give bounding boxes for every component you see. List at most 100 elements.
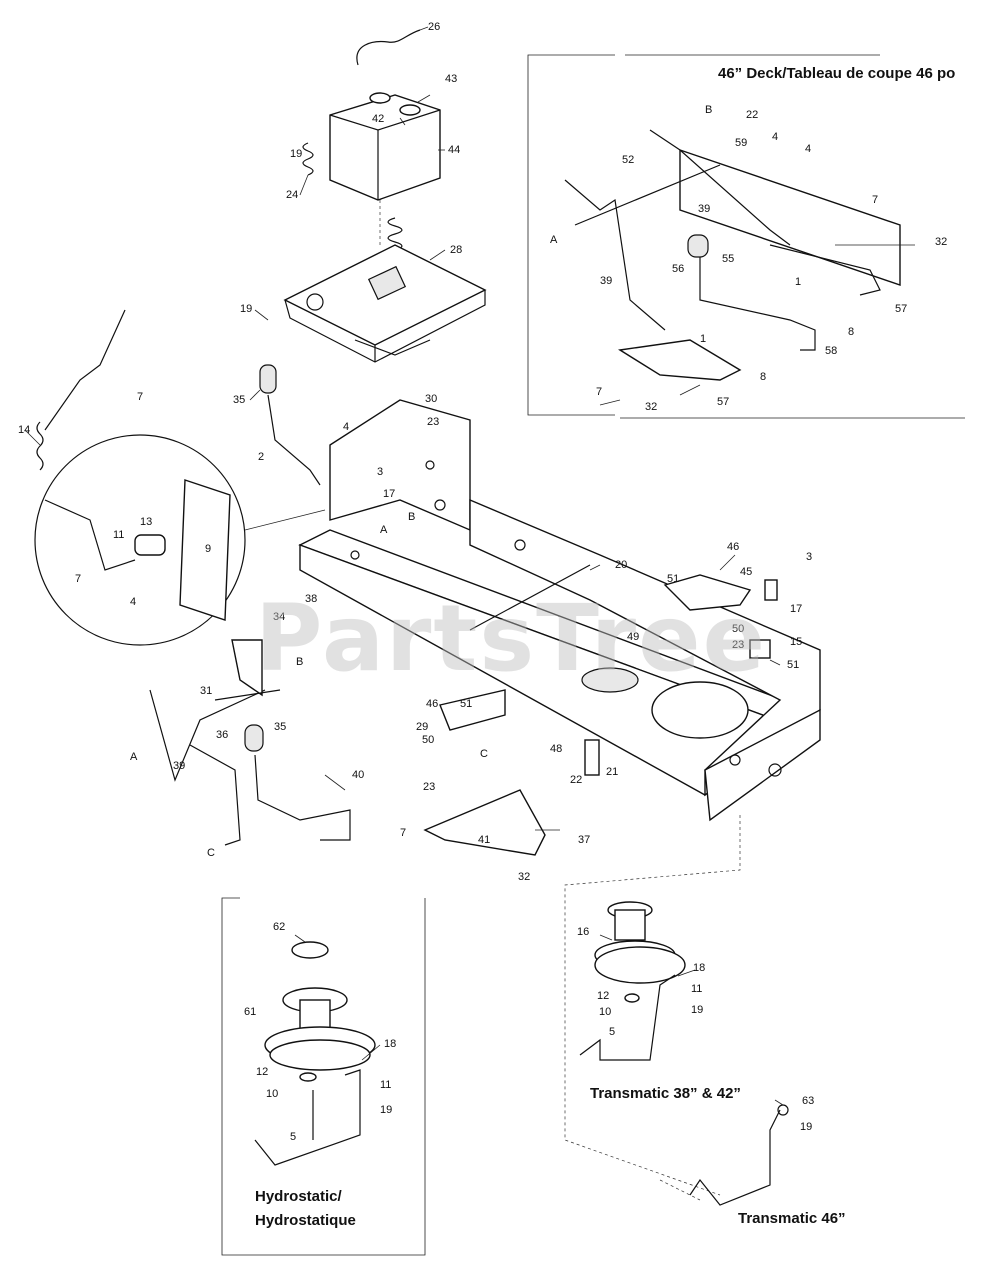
callout-c46b: 46 [426, 698, 438, 710]
callout-c5a: 5 [290, 1131, 296, 1143]
callout-c7e: 7 [596, 386, 602, 398]
callout-cAa: A [380, 524, 388, 536]
callout-c10b: 10 [599, 1006, 611, 1018]
battery-cable [356, 29, 421, 66]
callout-c56: 56 [672, 263, 684, 275]
rear-plate [704, 708, 821, 822]
callout-c20: 20 [615, 559, 627, 571]
callout-c52: 52 [622, 154, 634, 166]
extension-spring [36, 421, 44, 471]
callout-c48: 48 [550, 743, 562, 755]
callout-c34: 34 [273, 611, 285, 623]
callout-c8a: 8 [848, 326, 854, 338]
callout-c24: 24 [286, 189, 298, 201]
callout-c32b: 32 [935, 236, 947, 248]
callout-c19d: 19 [691, 1004, 703, 1016]
callout-c29: 29 [416, 721, 428, 733]
callout-c10a: 10 [266, 1088, 278, 1100]
callout-c3a: 3 [377, 466, 383, 478]
callout-c7c: 7 [400, 827, 406, 839]
callout-c23a: 23 [427, 416, 439, 428]
callout-c41: 41 [478, 834, 490, 846]
cross-bar [469, 564, 591, 631]
hydrostatic-pulley [254, 941, 376, 1166]
deck-bracket [679, 149, 901, 286]
callout-c21: 21 [606, 766, 618, 778]
right-brackets [584, 574, 778, 776]
detail-circle [34, 434, 246, 646]
callout-c57a: 57 [895, 303, 907, 315]
callout-c36: 36 [216, 729, 228, 741]
callout-c38: 38 [305, 593, 317, 605]
callout-c44: 44 [448, 144, 460, 156]
callout-c19c: 19 [380, 1104, 392, 1116]
callout-c22a: 22 [570, 774, 582, 786]
battery-spring [387, 217, 403, 251]
callout-cBc: B [705, 104, 712, 116]
dash-panel [329, 399, 471, 532]
callout-c32c: 32 [645, 401, 657, 413]
callout-c49: 49 [627, 631, 639, 643]
callout-c63: 63 [802, 1095, 814, 1107]
callout-c30: 30 [425, 393, 437, 405]
callout-c26a: 26 [428, 21, 440, 33]
callout-c2: 2 [258, 451, 264, 463]
callout-c39a: 39 [173, 760, 185, 772]
callout-c42: 42 [372, 113, 384, 125]
partstree-watermark: PartsTree [255, 585, 767, 692]
callout-c19a: 19 [290, 148, 302, 160]
hydrostatic-caption-line1: Hydrostatic/ [255, 1188, 342, 1205]
callout-c14: 14 [18, 424, 30, 436]
callout-c15: 15 [790, 636, 802, 648]
transmatic-46-caption: Transmatic 46” [738, 1210, 846, 1227]
callout-c17b: 17 [790, 603, 802, 615]
hydrostatic-inset-frame [221, 897, 426, 1256]
callout-c35a: 35 [233, 394, 245, 406]
callout-c51b: 51 [787, 659, 799, 671]
callout-c7d: 7 [872, 194, 878, 206]
callout-cBb: B [296, 656, 303, 668]
callout-cCb: C [480, 748, 488, 760]
transmatic-46-rod [689, 1104, 789, 1206]
callout-c8b: 8 [760, 371, 766, 383]
callout-c58: 58 [825, 345, 837, 357]
callout-c23b: 23 [732, 639, 744, 651]
callout-c19e: 19 [800, 1121, 812, 1133]
left-linkage [34, 309, 546, 856]
hold-down-spring [302, 142, 314, 176]
deck-46-assembly [564, 129, 901, 381]
lift-lever [149, 689, 266, 782]
callout-c35b: 35 [274, 721, 286, 733]
callout-c17a: 17 [383, 488, 395, 500]
callout-c1b: 1 [700, 333, 706, 345]
callout-c43: 43 [445, 73, 457, 85]
main-frame [298, 399, 821, 822]
callout-c9: 9 [205, 543, 211, 555]
callout-c1a: 1 [795, 276, 801, 288]
callout-c61: 61 [244, 1006, 256, 1018]
callout-c57b: 57 [717, 396, 729, 408]
hydrostatic-caption-line2: Hydrostatique [255, 1212, 356, 1229]
callout-cAc: A [550, 234, 558, 246]
callout-c45: 45 [740, 566, 752, 578]
callout-c55: 55 [722, 253, 734, 265]
callout-c59: 59 [735, 137, 747, 149]
callout-c11b: 11 [380, 1079, 391, 1091]
callout-c39b: 39 [698, 203, 710, 215]
callout-cBa: B [408, 511, 415, 523]
transmatic-38-42-caption: Transmatic 38” & 42” [590, 1085, 741, 1102]
transmatic-inset-frame [564, 815, 741, 1201]
callout-c18b: 18 [693, 962, 705, 974]
battery-assembly [283, 29, 487, 363]
callout-c4b: 4 [130, 596, 136, 608]
callout-c23c: 23 [423, 781, 435, 793]
callout-cAb: A [130, 751, 138, 763]
callout-c32a: 32 [518, 871, 530, 883]
callout-c39c: 39 [600, 275, 612, 287]
callout-c3b: 3 [806, 551, 812, 563]
callout-c50b: 50 [422, 734, 434, 746]
callout-c11a: 11 [113, 529, 124, 541]
rod-39 [189, 744, 241, 846]
callout-c7b: 7 [75, 573, 81, 585]
